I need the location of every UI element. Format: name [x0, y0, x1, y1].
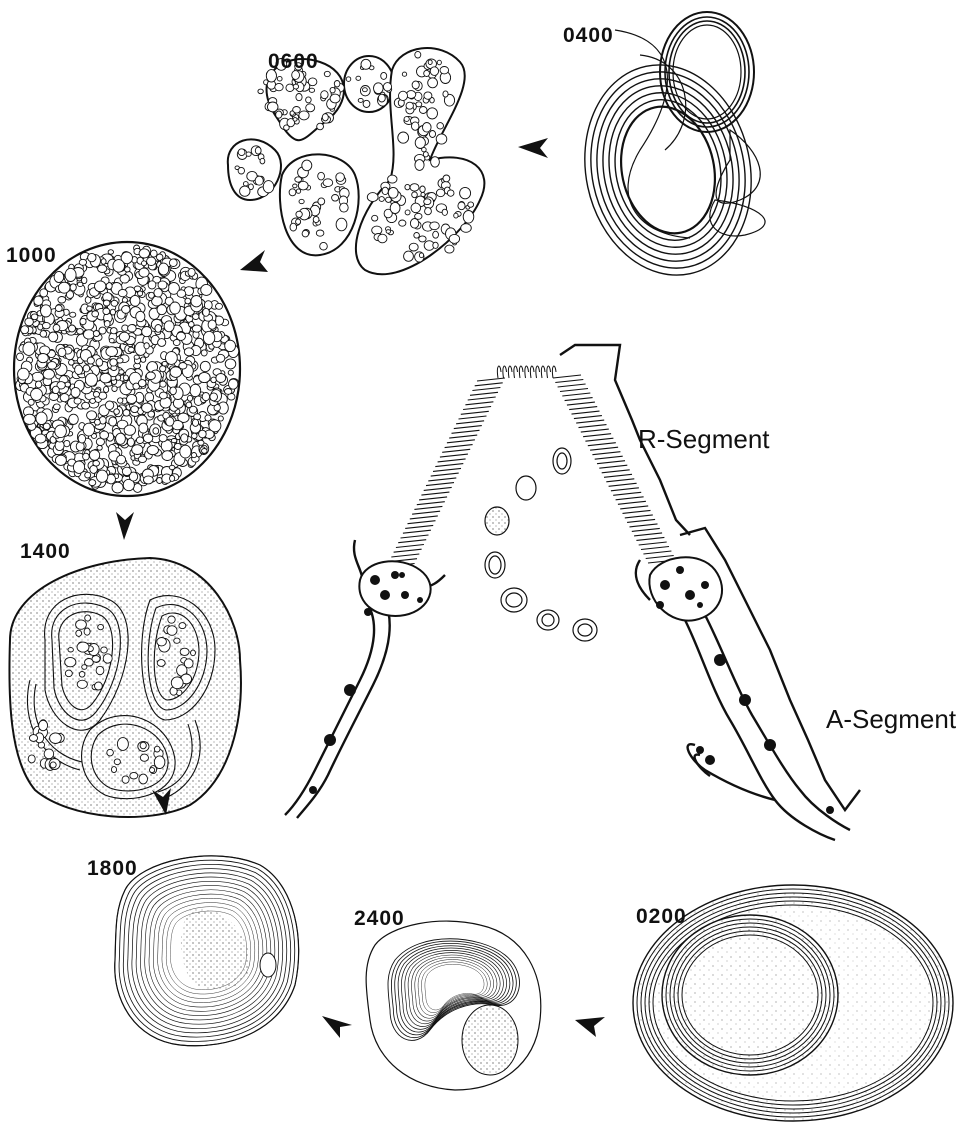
r-segment-label: R-Segment — [638, 424, 770, 455]
stage-1400-illustration — [9, 558, 241, 817]
arrowhead-2400-to-0200 — [575, 1017, 605, 1037]
stage-label-1800: 1800 — [87, 857, 138, 881]
a-segment-label: A-Segment — [826, 704, 956, 735]
photoreceptor-schematic — [285, 345, 860, 840]
arrowhead-0400-to-0600 — [518, 138, 548, 158]
stage-label-2400: 2400 — [354, 907, 405, 931]
stage-label-1400: 1400 — [20, 540, 71, 564]
stage-0400-illustration — [566, 12, 770, 291]
stage-label-1000: 1000 — [6, 244, 57, 268]
stage-label-0200: 0200 — [636, 905, 687, 929]
stage-1800-illustration — [115, 856, 299, 1046]
stage-2400-illustration — [366, 921, 541, 1090]
arrowhead-1800-to-2400 — [322, 1016, 352, 1038]
arrowhead-1000-to-1400 — [116, 512, 134, 540]
arrowhead-0600-to-1000 — [240, 250, 268, 272]
stage-1000-illustration — [14, 242, 240, 496]
stage-label-0600: 0600 — [268, 50, 319, 74]
stage-label-0400: 0400 — [563, 24, 614, 48]
stage-0600-illustration — [228, 48, 485, 274]
